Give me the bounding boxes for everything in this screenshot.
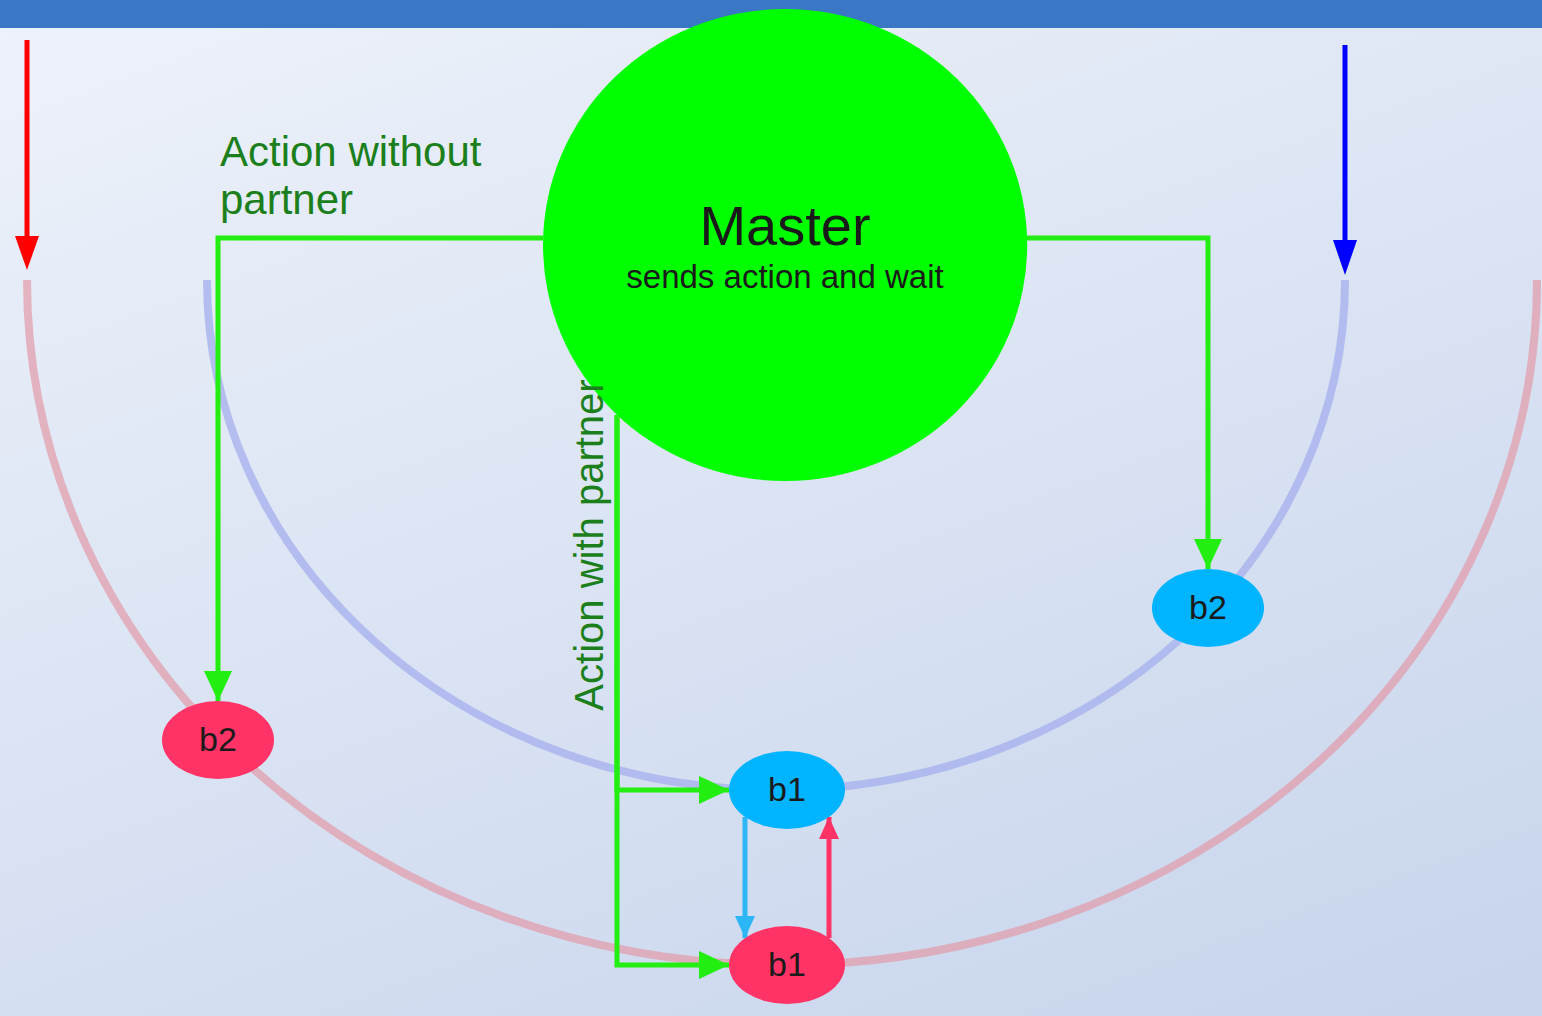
- action-connector: [827, 817, 832, 938]
- node-title: b2: [199, 720, 237, 759]
- node-fill: [1152, 569, 1264, 647]
- blue-beam-arrow: [1343, 45, 1348, 242]
- action-connector: [617, 415, 729, 790]
- node-title: b2: [1189, 588, 1227, 627]
- node-title: b1: [768, 770, 806, 809]
- red-beam-arrowhead: [15, 236, 39, 270]
- bunch-node: b1: [729, 751, 845, 829]
- node-title: Master: [699, 194, 870, 258]
- node-fill: [543, 9, 1027, 481]
- action-connector: [743, 817, 748, 938]
- red-beam-arrow: [25, 40, 30, 238]
- master-circle: Mastersends action and wait: [543, 9, 1027, 481]
- edge-label: Action with partner: [569, 379, 609, 710]
- node-fill: [729, 751, 845, 829]
- node-title: b1: [768, 945, 806, 984]
- bunch-node: b2: [162, 701, 274, 779]
- action-connector: [1027, 238, 1208, 569]
- edge-label: Action without partner: [220, 128, 530, 225]
- bunch-node: b1: [729, 926, 845, 1004]
- action-connector: [617, 415, 729, 965]
- bunch-node: b2: [1152, 569, 1264, 647]
- node-fill: [729, 926, 845, 1004]
- blue-beam-arrowhead: [1333, 240, 1357, 275]
- action-connector: [218, 238, 543, 701]
- node-subtitle: sends action and wait: [626, 258, 943, 296]
- node-fill: [162, 701, 274, 779]
